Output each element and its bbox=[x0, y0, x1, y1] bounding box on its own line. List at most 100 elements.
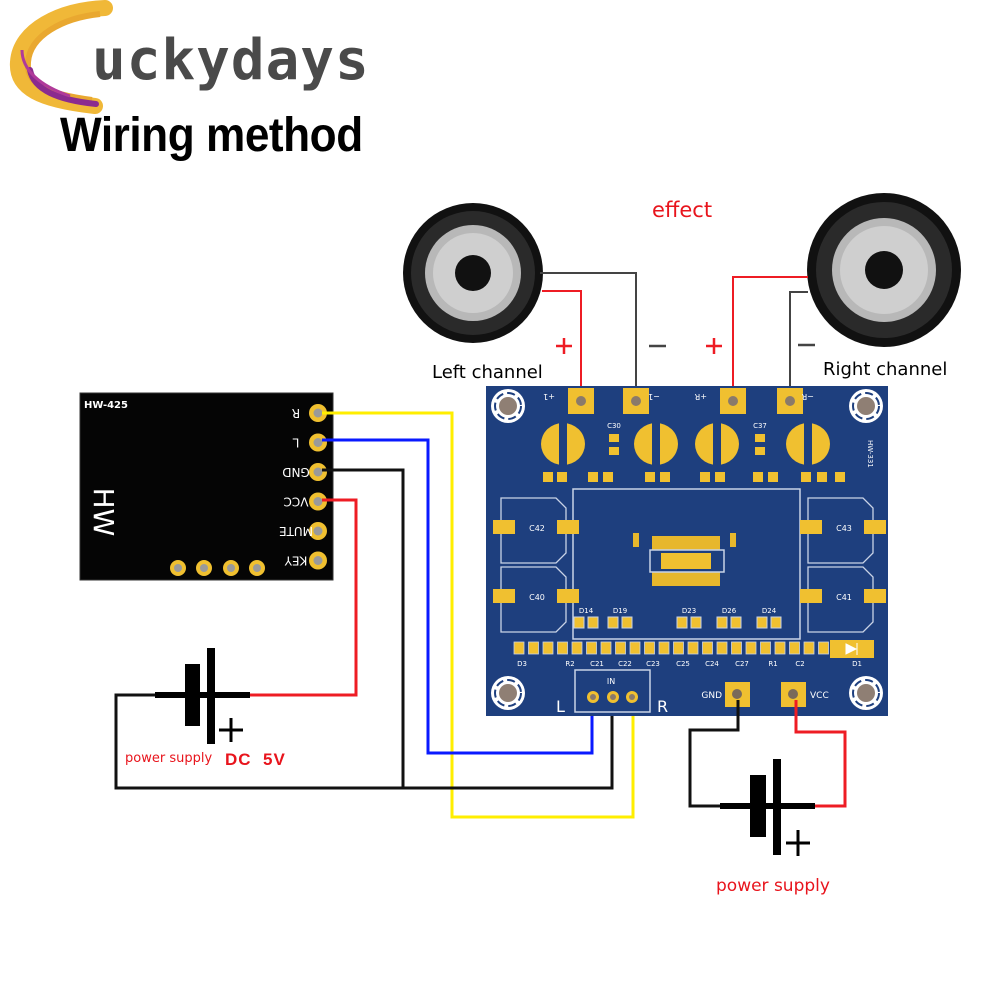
right-channel-label: Right channel bbox=[823, 359, 948, 380]
wire-vcc-red bbox=[250, 498, 358, 697]
mounting-hole-icon bbox=[491, 389, 525, 423]
speaker-pad-label: −1 bbox=[648, 392, 660, 401]
smd-pad bbox=[818, 641, 829, 655]
smd-pad bbox=[789, 641, 800, 655]
smd-pad bbox=[528, 641, 539, 655]
diode-d24: D24 bbox=[756, 607, 782, 629]
pad-label-gnd: GND bbox=[701, 691, 722, 701]
smd-pad bbox=[629, 641, 641, 655]
cap-label: C42 bbox=[529, 524, 545, 533]
electrolytic-cap bbox=[695, 423, 739, 465]
smd-pad bbox=[600, 641, 612, 655]
power-supply-1-voltage: DC 5V bbox=[225, 750, 286, 769]
cap-label: C37 bbox=[753, 422, 767, 430]
wire-ps2-negative bbox=[688, 700, 740, 808]
mounting-hole-icon bbox=[849, 389, 883, 423]
bt-module-board: HW-425 HW R L GND VCC MUTE KEY bbox=[79, 392, 334, 581]
cap-label: C41 bbox=[836, 593, 852, 602]
cap-c37: C37 bbox=[753, 422, 767, 455]
bottom-row-label: C2 bbox=[795, 660, 804, 668]
bottom-row-label: D1 bbox=[852, 660, 862, 668]
smd-pad bbox=[715, 472, 725, 482]
bt-pin-l: L bbox=[292, 433, 327, 452]
smd-pad bbox=[658, 641, 670, 655]
diode-d14: D14 bbox=[573, 607, 599, 629]
bottom-row-label: C22 bbox=[618, 660, 632, 668]
mounting-hole-icon bbox=[849, 676, 883, 710]
bt-module-vertical-text: HW bbox=[87, 488, 120, 537]
right-speaker-icon bbox=[807, 193, 961, 347]
left-speaker-minus-wire bbox=[540, 272, 637, 392]
left-speaker-icon bbox=[403, 203, 543, 343]
effect-label: effect bbox=[652, 198, 713, 222]
diode-d19: D19 bbox=[607, 607, 633, 629]
smd-pad bbox=[700, 472, 710, 482]
smd-pad bbox=[716, 641, 728, 655]
diode-label: D26 bbox=[722, 607, 737, 615]
smd-pad bbox=[557, 472, 567, 482]
diode-label: D14 bbox=[579, 607, 594, 615]
battery-2-icon bbox=[720, 759, 815, 856]
smd-pad bbox=[753, 472, 763, 482]
speaker-pad-label: +1 bbox=[543, 392, 555, 401]
speaker-pad: −R bbox=[777, 388, 814, 414]
brand-logo-text: uckydays bbox=[92, 28, 370, 93]
smd-pad bbox=[571, 641, 583, 655]
electrolytic-cap bbox=[541, 423, 585, 465]
smd-pad bbox=[644, 641, 655, 655]
smd-pad bbox=[702, 641, 713, 655]
right-speaker-minus-wire bbox=[789, 291, 808, 392]
right-plus-sign bbox=[706, 338, 722, 354]
smd-pad bbox=[801, 472, 811, 482]
bottom-row-label: C23 bbox=[646, 660, 660, 668]
diode-symbol-icon bbox=[845, 643, 858, 655]
pad-label-vcc: VCC bbox=[810, 691, 829, 701]
bt-pin-vcc: VCC bbox=[284, 492, 327, 511]
amp-chip-icon bbox=[633, 533, 736, 586]
bt-pin-label: L bbox=[292, 436, 299, 450]
power-supply-2-label: power supply bbox=[716, 876, 830, 896]
cap-c42: C42 bbox=[493, 497, 579, 564]
smd-pad bbox=[542, 641, 554, 655]
wire-r-yellow bbox=[322, 411, 635, 819]
bottom-row-label: C27 bbox=[735, 660, 749, 668]
smd-pad bbox=[603, 472, 613, 482]
bt-pin-r: R bbox=[292, 404, 327, 422]
bt-pin-key: KEY bbox=[284, 551, 327, 570]
cap-c40: C40 bbox=[493, 566, 579, 633]
smd-pad bbox=[835, 472, 845, 482]
bottom-row-label: C25 bbox=[676, 660, 690, 668]
smd-pad bbox=[557, 641, 568, 655]
diode-label: D24 bbox=[762, 607, 777, 615]
left-speaker-plus-wire bbox=[542, 290, 582, 392]
left-channel-label: Left channel bbox=[432, 362, 543, 383]
bt-pin-gnd: GND bbox=[282, 463, 327, 481]
smd-pad bbox=[687, 641, 699, 655]
input-label-r: R bbox=[657, 697, 668, 716]
bottom-row-label: C21 bbox=[590, 660, 604, 668]
wire-l-blue bbox=[322, 438, 594, 755]
bottom-row-label: R1 bbox=[768, 660, 777, 668]
smd-pad bbox=[745, 641, 757, 655]
amp-model-text: HW-331 bbox=[866, 440, 874, 468]
wire-ps2-positive bbox=[794, 700, 847, 808]
logo-brush-icon bbox=[9, 0, 113, 114]
smd-pad bbox=[817, 472, 827, 482]
smd-pad bbox=[803, 641, 815, 655]
speaker-pad: −1 bbox=[623, 388, 660, 414]
diode-label: D19 bbox=[613, 607, 627, 615]
bt-module-model: HW-425 bbox=[84, 400, 128, 411]
left-plus-sign bbox=[556, 338, 572, 354]
speaker-pad: +1 bbox=[543, 388, 594, 414]
bt-pin-label: R bbox=[292, 406, 300, 420]
cap-c43: C43 bbox=[800, 497, 886, 564]
bt-pin-mute: MUTE bbox=[279, 522, 327, 540]
speaker-pad: +R bbox=[694, 388, 746, 414]
cap-c41: C41 bbox=[800, 566, 886, 633]
smd-pad bbox=[731, 641, 742, 655]
electrolytic-cap bbox=[786, 423, 830, 465]
smd-pad bbox=[615, 641, 626, 655]
smd-pad bbox=[673, 641, 684, 655]
page-title: Wiring method bbox=[60, 109, 363, 162]
